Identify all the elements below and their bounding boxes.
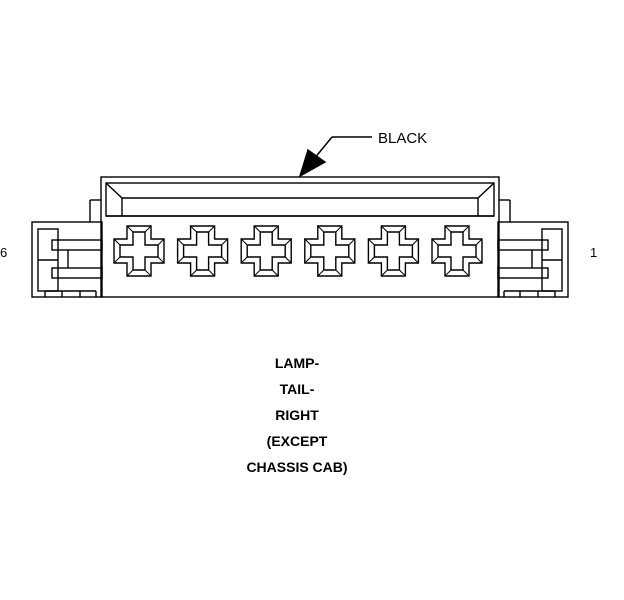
- connector-housing: [31, 176, 569, 298]
- cavity-bevel: [177, 256, 184, 264]
- caption-line: CHASSIS CAB): [246, 459, 348, 475]
- caption-line: TAIL-: [279, 381, 315, 397]
- cavity-opening: [119, 231, 159, 271]
- cavity-outline: [304, 225, 356, 277]
- cavity-bevel: [335, 225, 343, 233]
- cavity-bevel: [221, 238, 228, 246]
- connector-caption: LAMP- TAIL- RIGHT (EXCEPT CHASSIS CAB): [197, 350, 397, 480]
- cavity-opening: [246, 231, 286, 271]
- cavity-bevel: [462, 225, 470, 233]
- cavity-bevel: [253, 269, 261, 277]
- terminal-cavities: [113, 225, 483, 277]
- cavity-opening: [373, 231, 414, 271]
- cavity-bevel: [431, 238, 439, 246]
- cavity-opening: [437, 231, 477, 271]
- cavity-bevel: [412, 238, 419, 246]
- terminal-cavity: [304, 225, 356, 277]
- cavity-bevel: [475, 256, 483, 264]
- cavity-bevel: [240, 256, 248, 264]
- cavity-bevel: [317, 269, 325, 277]
- cavity-bevel: [126, 225, 134, 233]
- cavity-bevel: [208, 225, 215, 233]
- cavity-bevel: [271, 225, 279, 233]
- cavity-bevel: [157, 256, 165, 264]
- cavity-bevel: [412, 256, 419, 264]
- cavity-outline: [176, 225, 229, 277]
- color-leader-arrow: [298, 136, 372, 178]
- cavity-bevel: [368, 238, 375, 246]
- cavity-bevel: [304, 238, 312, 246]
- pin-number-left: 6: [0, 245, 8, 260]
- cavity-bevel: [240, 238, 248, 246]
- caption-line: LAMP-: [274, 355, 320, 371]
- cavity-bevel: [348, 238, 356, 246]
- cavity-bevel: [157, 238, 165, 246]
- cavity-bevel: [284, 256, 292, 264]
- cavity-bevel: [113, 238, 121, 246]
- cavity-bevel: [144, 269, 152, 277]
- cavity-bevel: [190, 225, 197, 233]
- cavity-bevel: [144, 225, 152, 233]
- terminal-cavity: [367, 225, 420, 277]
- cavity-bevel: [368, 256, 375, 264]
- cavity-bevel: [399, 269, 406, 277]
- cavity-bevel: [348, 256, 356, 264]
- cavity-bevel: [253, 225, 261, 233]
- cavity-bevel: [304, 256, 312, 264]
- cavity-bevel: [208, 269, 215, 277]
- cavity-outline: [240, 225, 292, 277]
- cavity-bevel: [431, 256, 439, 264]
- cavity-bevel: [381, 269, 388, 277]
- cavity-bevel: [335, 269, 343, 277]
- cavity-bevel: [126, 269, 134, 277]
- cavity-opening: [310, 231, 350, 271]
- cavity-bevel: [444, 225, 452, 233]
- cavity-bevel: [177, 238, 184, 246]
- cavity-bevel: [271, 269, 279, 277]
- pin-number-right: 1: [590, 245, 598, 260]
- cavity-opening: [182, 231, 223, 271]
- cavity-bevel: [317, 225, 325, 233]
- cavity-outline: [431, 225, 483, 277]
- cavity-bevel: [475, 238, 483, 246]
- cavity-bevel: [113, 256, 121, 264]
- cavity-bevel: [444, 269, 452, 277]
- cavity-outline: [367, 225, 420, 277]
- terminal-cavity: [113, 225, 165, 277]
- terminal-cavity: [176, 225, 229, 277]
- cavity-bevel: [284, 238, 292, 246]
- cavity-bevel: [221, 256, 228, 264]
- terminal-cavity: [240, 225, 292, 277]
- caption-line: (EXCEPT: [266, 433, 328, 449]
- cavity-bevel: [462, 269, 470, 277]
- terminal-cavity: [431, 225, 483, 277]
- cavity-outline: [113, 225, 165, 277]
- wire-color-label: BLACK: [378, 130, 428, 147]
- cavity-bevel: [190, 269, 197, 277]
- cavity-bevel: [399, 225, 406, 233]
- caption-line: RIGHT: [275, 407, 319, 423]
- cavity-bevel: [381, 225, 388, 233]
